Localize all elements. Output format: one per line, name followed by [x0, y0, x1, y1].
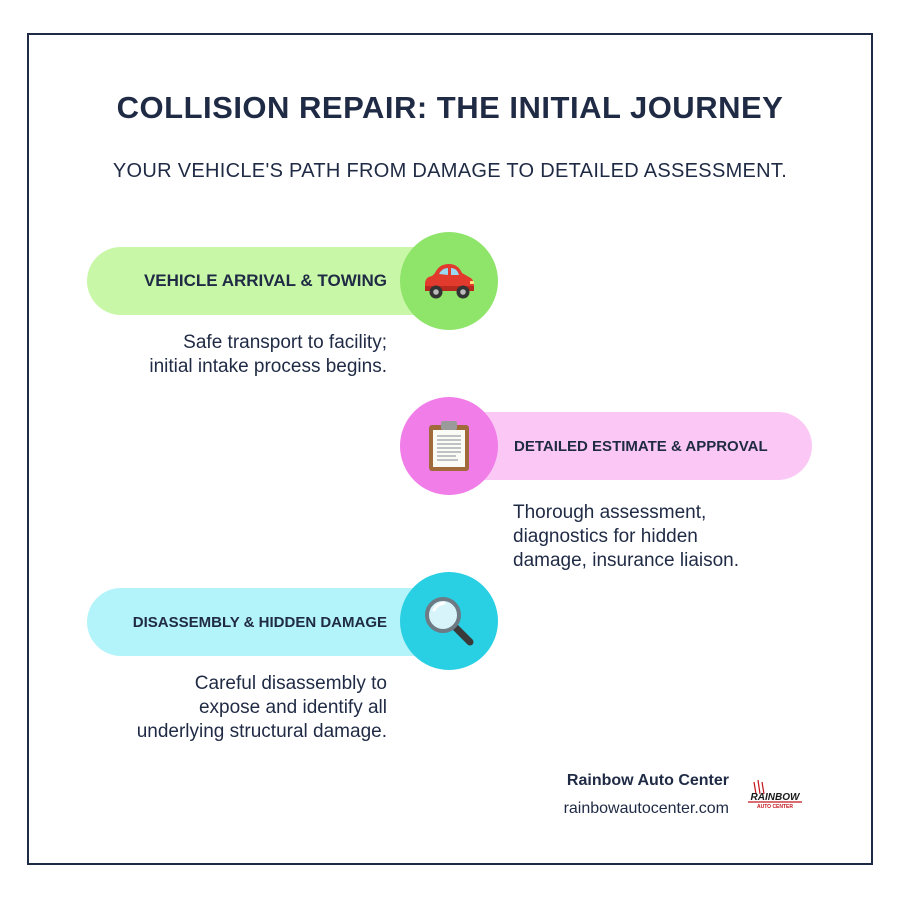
step-2-label: DETAILED ESTIMATE & APPROVAL — [514, 437, 768, 455]
step-1-desc-line-2: initial intake process begins. — [149, 356, 387, 377]
step-3-label: DISASSEMBLY & HIDDEN DAMAGE — [132, 613, 387, 631]
step-2-desc-line-2: diagnostics for hidden — [513, 526, 698, 547]
page-subtitle: YOUR VEHICLE'S PATH FROM DAMAGE TO DETAI… — [112, 160, 788, 182]
step-3-description: Careful disassembly to expose and identi… — [137, 672, 387, 744]
step-3-desc-line-2: expose and identify all — [198, 697, 387, 718]
company-name: Rainbow Auto Center — [566, 772, 729, 789]
step-1-description: Safe transport to facility; initial inta… — [149, 331, 387, 379]
step-2-pill: DETAILED ESTIMATE & APPROVAL — [452, 412, 812, 480]
step-2-desc-line-1: Thorough assessment, — [513, 502, 707, 523]
step-1-desc-line-1: Safe transport to facility; — [183, 332, 387, 353]
svg-text:AUTO CENTER: AUTO CENTER — [757, 804, 793, 810]
car-icon — [425, 264, 474, 299]
svg-text:RAINBOW: RAINBOW — [751, 792, 801, 803]
step-2-description: Thorough assessment, diagnostics for hid… — [513, 501, 739, 573]
step-2-circle — [400, 397, 498, 495]
step-1-circle — [400, 232, 498, 330]
step-3-circle — [400, 572, 498, 670]
step-3-pill: DISASSEMBLY & HIDDEN DAMAGE — [87, 588, 447, 656]
step-3-desc-line-1: Careful disassembly to — [194, 673, 387, 694]
page-title: COLLISION REPAIR: THE INITIAL JOURNEY — [116, 90, 784, 125]
step-2-desc-line-3: damage, insurance liaison. — [513, 550, 740, 571]
step-1-label: VEHICLE ARRIVAL & TOWING — [143, 271, 387, 290]
step-3-desc-line-3: underlying structural damage. — [136, 721, 387, 742]
magnifying-glass-icon — [425, 597, 474, 646]
border-frame — [27, 33, 873, 865]
company-url[interactable]: rainbowautocenter.com — [563, 800, 729, 817]
clipboard-icon — [429, 421, 469, 471]
step-1-pill: VEHICLE ARRIVAL & TOWING — [87, 247, 447, 315]
rainbow-logo: RAINBOW AUTO CENTER — [748, 780, 802, 810]
